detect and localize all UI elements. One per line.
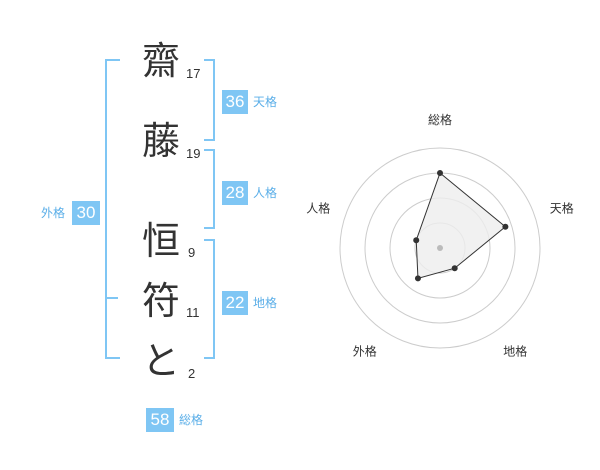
gaikaku-label: 外格: [41, 206, 66, 220]
jinkaku-badge: 28: [222, 181, 248, 205]
radar-axis-label-2: 天格: [550, 200, 574, 215]
radar-center-point: [437, 245, 443, 251]
chikaku-bracket: [204, 239, 215, 359]
stroke-count-1: 17: [186, 66, 201, 81]
name-char-4: 符: [142, 279, 181, 323]
soukaku-badge: 58: [146, 408, 174, 432]
radar-point-1: [437, 170, 443, 176]
gaikaku-badge: 30: [72, 201, 100, 225]
radar-axis-label-5: 人格: [306, 200, 330, 215]
jinkaku-label: 人格: [253, 186, 278, 200]
radar-point-2: [502, 223, 509, 230]
stroke-count-3: 9: [188, 245, 196, 260]
radar-polygon: [415, 172, 507, 279]
name-char-5: と: [142, 339, 181, 383]
tenkaku-bracket: [204, 59, 215, 141]
radar-axis-label-3: 地格: [503, 344, 527, 359]
tenkaku-badge: 36: [222, 90, 248, 114]
stroke-count-2: 19: [186, 146, 201, 161]
radar-axis-label-1: 総格: [428, 112, 452, 127]
radar-point-5: [413, 237, 420, 244]
radar-ring: [339, 147, 541, 349]
radar-point-4: [414, 275, 421, 282]
name-char-2: 藤: [142, 119, 181, 163]
chikaku-badge: 22: [222, 291, 248, 315]
gaikaku-bracket: [105, 59, 120, 359]
jinkaku-bracket: [204, 149, 215, 229]
name-char-3: 恒: [142, 219, 181, 263]
radar-axis-label-4: 外格: [353, 344, 377, 359]
tenkaku-label: 天格: [253, 95, 278, 109]
name-char-1: 齋: [142, 39, 181, 83]
chikaku-label: 地格: [253, 296, 278, 310]
radar-point-3: [451, 265, 458, 272]
soukaku-label: 総格: [179, 413, 204, 427]
stroke-count-4: 11: [186, 305, 200, 320]
stroke-count-5: 2: [188, 366, 196, 381]
